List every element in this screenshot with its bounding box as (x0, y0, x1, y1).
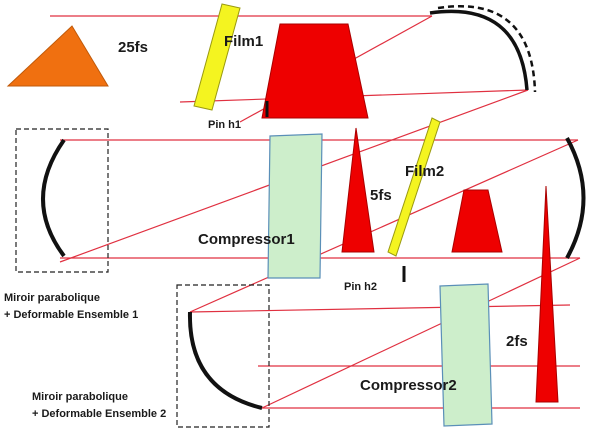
beam-lower-1 (189, 304, 571, 313)
compressor1-shape (267, 133, 323, 279)
film1-shape (193, 3, 241, 111)
label-2fs: 2fs (506, 333, 528, 350)
label-compressor1: Compressor1 (198, 231, 295, 248)
mirror-ensemble-2-box (176, 284, 270, 428)
pulse-trapezoid-middle (451, 189, 503, 253)
label-compressor2: Compressor2 (360, 377, 457, 394)
label-mirror1-line2: + Deformable Ensemble 1 (4, 309, 138, 321)
beam-diagonal-4 (261, 257, 581, 409)
mirror-ensemble-2-arc (187, 311, 263, 410)
pulse-trapezoid-top (261, 23, 369, 119)
mirror-top-right-deformable (437, 5, 537, 93)
mirror-top-right (429, 5, 537, 93)
mirror-ensemble-2 (176, 284, 270, 428)
label-25fs: 25fs (118, 39, 148, 56)
mirror-ensemble-1-arc (41, 138, 66, 258)
label-film2: Film2 (405, 163, 444, 180)
pulse-25fs-shape (6, 25, 109, 87)
mirror-top-right-arc (429, 9, 529, 91)
pulse-5fs-shape (341, 127, 375, 253)
label-film1: Film1 (224, 33, 263, 50)
label-pinhole2: Pin h2 (344, 281, 377, 293)
film2-shape (387, 117, 441, 257)
label-5fs: 5fs (370, 187, 392, 204)
mirror-middle-right-arc (565, 137, 586, 259)
mirror-middle-right (565, 137, 586, 259)
label-mirror1-line1: Miroir parabolique (4, 292, 100, 304)
label-mirror2-line2: + Deformable Ensemble 2 (32, 408, 166, 420)
compressor2-shape (439, 283, 493, 427)
label-pinhole1: Pin h1 (208, 119, 241, 131)
pulse-2fs-shape (535, 185, 559, 403)
beam-diagonal-3 (189, 139, 579, 313)
mirror-ensemble-1-box (15, 128, 109, 273)
mirror-ensemble-1 (15, 128, 109, 273)
label-mirror2-line1: Miroir parabolique (32, 391, 128, 403)
